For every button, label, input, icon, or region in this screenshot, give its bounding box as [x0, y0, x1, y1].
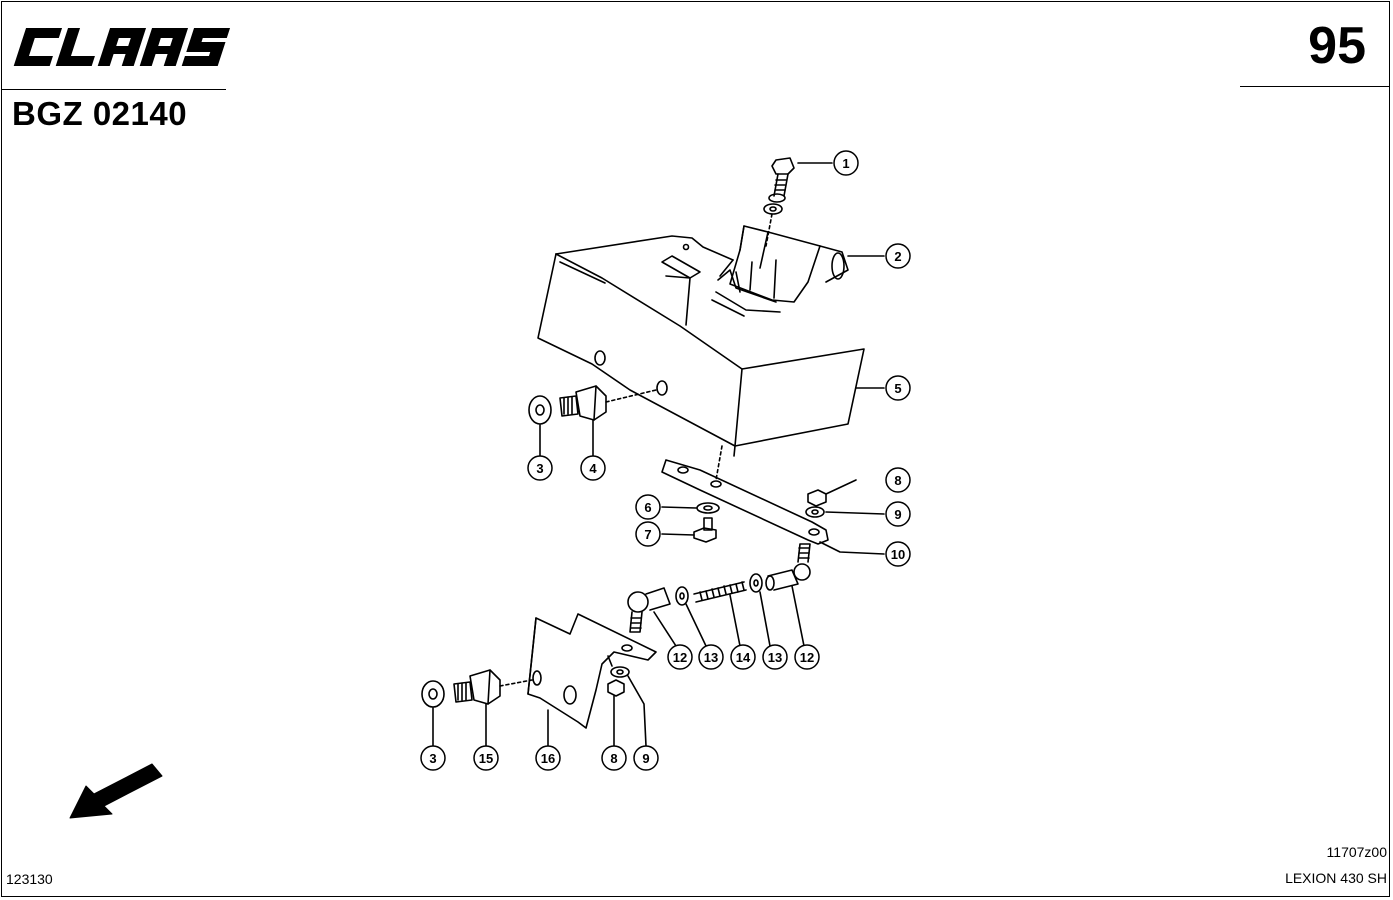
callout-3-upper: 3 [527, 455, 553, 481]
callout-10: 10 [885, 541, 911, 567]
callout-7: 7 [635, 521, 661, 547]
part-10-link-bar [661, 445, 829, 545]
callout-label: 13 [704, 650, 718, 665]
part-7-screw [693, 517, 717, 543]
part-2-sensor [711, 225, 849, 317]
callout-2: 2 [885, 243, 911, 269]
part-3-washer-lower [421, 680, 445, 708]
part-12-ball-joint-left [627, 587, 671, 633]
callout-12-right: 12 [794, 644, 820, 670]
callout-16: 16 [535, 745, 561, 771]
part-1-bolt [763, 157, 795, 247]
callout-label: 7 [644, 527, 651, 542]
callout-14: 14 [730, 644, 756, 670]
callout-1: 1 [833, 150, 859, 176]
drawing-code: BGZ 02140 [12, 95, 188, 132]
part-15-bolt [453, 669, 533, 705]
callout-9-lower: 9 [633, 745, 659, 771]
callout-label: 14 [736, 650, 751, 665]
callout-3-lower: 3 [420, 745, 446, 771]
part-9-washer-lower [610, 666, 630, 678]
callout-label: 12 [800, 650, 814, 665]
callout-13-left: 13 [698, 644, 724, 670]
callout-12-left: 12 [667, 644, 693, 670]
callout-15: 15 [473, 745, 499, 771]
claas-logo [10, 22, 232, 72]
callout-13-right: 13 [762, 644, 788, 670]
part-13-nut-right [749, 573, 763, 593]
direction-arrow-icon [69, 763, 163, 819]
part-3-washer-upper [528, 395, 552, 425]
callout-5: 5 [885, 375, 911, 401]
callout-label: 15 [479, 751, 493, 766]
callout-label: 2 [894, 249, 901, 264]
callout-label: 13 [768, 650, 782, 665]
claas-logo-mark [13, 28, 231, 66]
callout-label: 12 [673, 650, 687, 665]
callout-label: 1 [842, 156, 849, 171]
part-14-threaded-rod [693, 581, 747, 603]
footer-left-code: 123130 [6, 871, 53, 887]
callout-label: 3 [536, 461, 543, 476]
callout-8-upper: 8 [885, 467, 911, 493]
callout-6: 6 [635, 494, 661, 520]
footer-drawing-ref: 11707z00 [1326, 844, 1387, 860]
callout-9-upper: 9 [885, 501, 911, 527]
callout-label: 8 [894, 473, 901, 488]
part-13-nut-left [675, 586, 689, 606]
callout-label: 4 [589, 461, 597, 476]
callout-label: 10 [891, 547, 905, 562]
part-12-ball-joint-right [765, 543, 811, 591]
callout-label: 9 [642, 751, 649, 766]
callout-label: 3 [429, 751, 436, 766]
part-16-lower-bracket [527, 613, 657, 729]
callouts: 1 2 5 3 4 8 9 6 7 10 12 13 14 13 12 3 15… [420, 150, 911, 771]
part-8-nut-upper [807, 489, 827, 507]
header-rule-right [1240, 86, 1390, 87]
header-rule-left [2, 89, 226, 90]
part-8-nut-lower [607, 679, 625, 697]
part-4-bolt [559, 385, 657, 421]
callout-label: 8 [610, 751, 617, 766]
page-number: 95 [1308, 17, 1366, 75]
part-5-bracket [537, 235, 865, 447]
callout-label: 5 [894, 381, 901, 396]
callout-label: 9 [894, 507, 901, 522]
callout-label: 6 [644, 500, 651, 515]
callout-label: 16 [541, 751, 555, 766]
part-9-washer-upper [805, 506, 825, 518]
callout-8-lower: 8 [601, 745, 627, 771]
callout-4: 4 [580, 455, 606, 481]
footer-model: LEXION 430 SH [1285, 870, 1387, 886]
part-6-washer [696, 502, 720, 514]
